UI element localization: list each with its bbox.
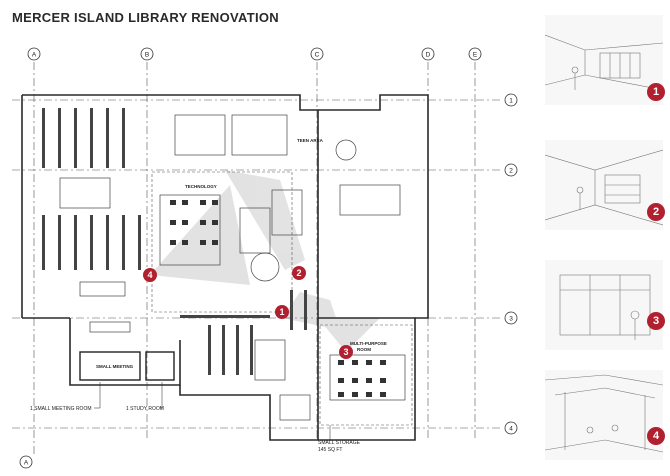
- sketch-drawing-4: [544, 374, 664, 453]
- stacks-left: [42, 108, 307, 375]
- label-storage-2: 145 SQ FT: [318, 447, 342, 453]
- view-cone-4: [150, 185, 250, 285]
- grid-row-4: 4: [509, 426, 513, 433]
- sketch-view-3: [545, 260, 663, 350]
- sketch-marker-1: 1: [647, 83, 665, 101]
- sketch-marker-3: 3: [647, 312, 665, 330]
- plan-marker-1: 1: [279, 307, 284, 317]
- plan-marker-2: 2: [296, 268, 301, 278]
- page-title: MERCER ISLAND LIBRARY RENOVATION: [12, 10, 279, 25]
- grid-row-3: 3: [509, 316, 513, 323]
- view-cones: [150, 170, 380, 352]
- small-meeting-room: [79, 351, 141, 381]
- sketch-drawing-3: [559, 274, 651, 340]
- view-cone-2: [225, 170, 305, 270]
- study-room: [145, 351, 175, 381]
- view-cone-3: [318, 318, 380, 352]
- sketch-view-4: [544, 370, 664, 460]
- sketch-view-1: [544, 15, 664, 105]
- grid-col-e: E: [473, 52, 478, 59]
- label-multipurpose-1: MULTI-PURPOSE: [350, 341, 387, 346]
- sketch-view-2: [544, 140, 664, 230]
- label-technology: TECHNOLOGY: [185, 184, 217, 189]
- label-small-meeting: SMALL MEETING: [96, 364, 134, 369]
- grid-col-c: C: [315, 52, 320, 59]
- grid-col-a: A: [32, 52, 37, 59]
- sketch-marker-4: 4: [647, 427, 665, 445]
- callout-meeting-room: 1 SMALL MEETING ROOM: [30, 406, 92, 412]
- furniture: [59, 114, 406, 421]
- floor-plan: A B C D E A 1 2 3 4: [12, 47, 518, 469]
- view-markers: 1 2 3 4: [143, 266, 353, 359]
- sketch-marker-2: 2: [647, 203, 665, 221]
- plan-marker-4: 4: [147, 270, 152, 280]
- seats: [170, 200, 386, 397]
- label-teen-area: TEEN AREA: [297, 138, 324, 143]
- label-storage-1: SMALL STORAGE: [318, 440, 361, 446]
- label-multipurpose-2: ROOM: [357, 347, 371, 352]
- grid-col-b: B: [145, 52, 149, 59]
- grid-col-d: D: [426, 52, 431, 59]
- sketch-drawing-2: [544, 149, 664, 226]
- sketch-drawing-1: [544, 34, 664, 91]
- plan-marker-3: 3: [343, 347, 348, 357]
- grid-row-1: 1: [509, 98, 513, 105]
- grid-col-a-bottom: A: [24, 460, 29, 467]
- callout-study-room: 1 STUDY ROOM: [126, 406, 164, 412]
- grid-row-2: 2: [509, 168, 513, 175]
